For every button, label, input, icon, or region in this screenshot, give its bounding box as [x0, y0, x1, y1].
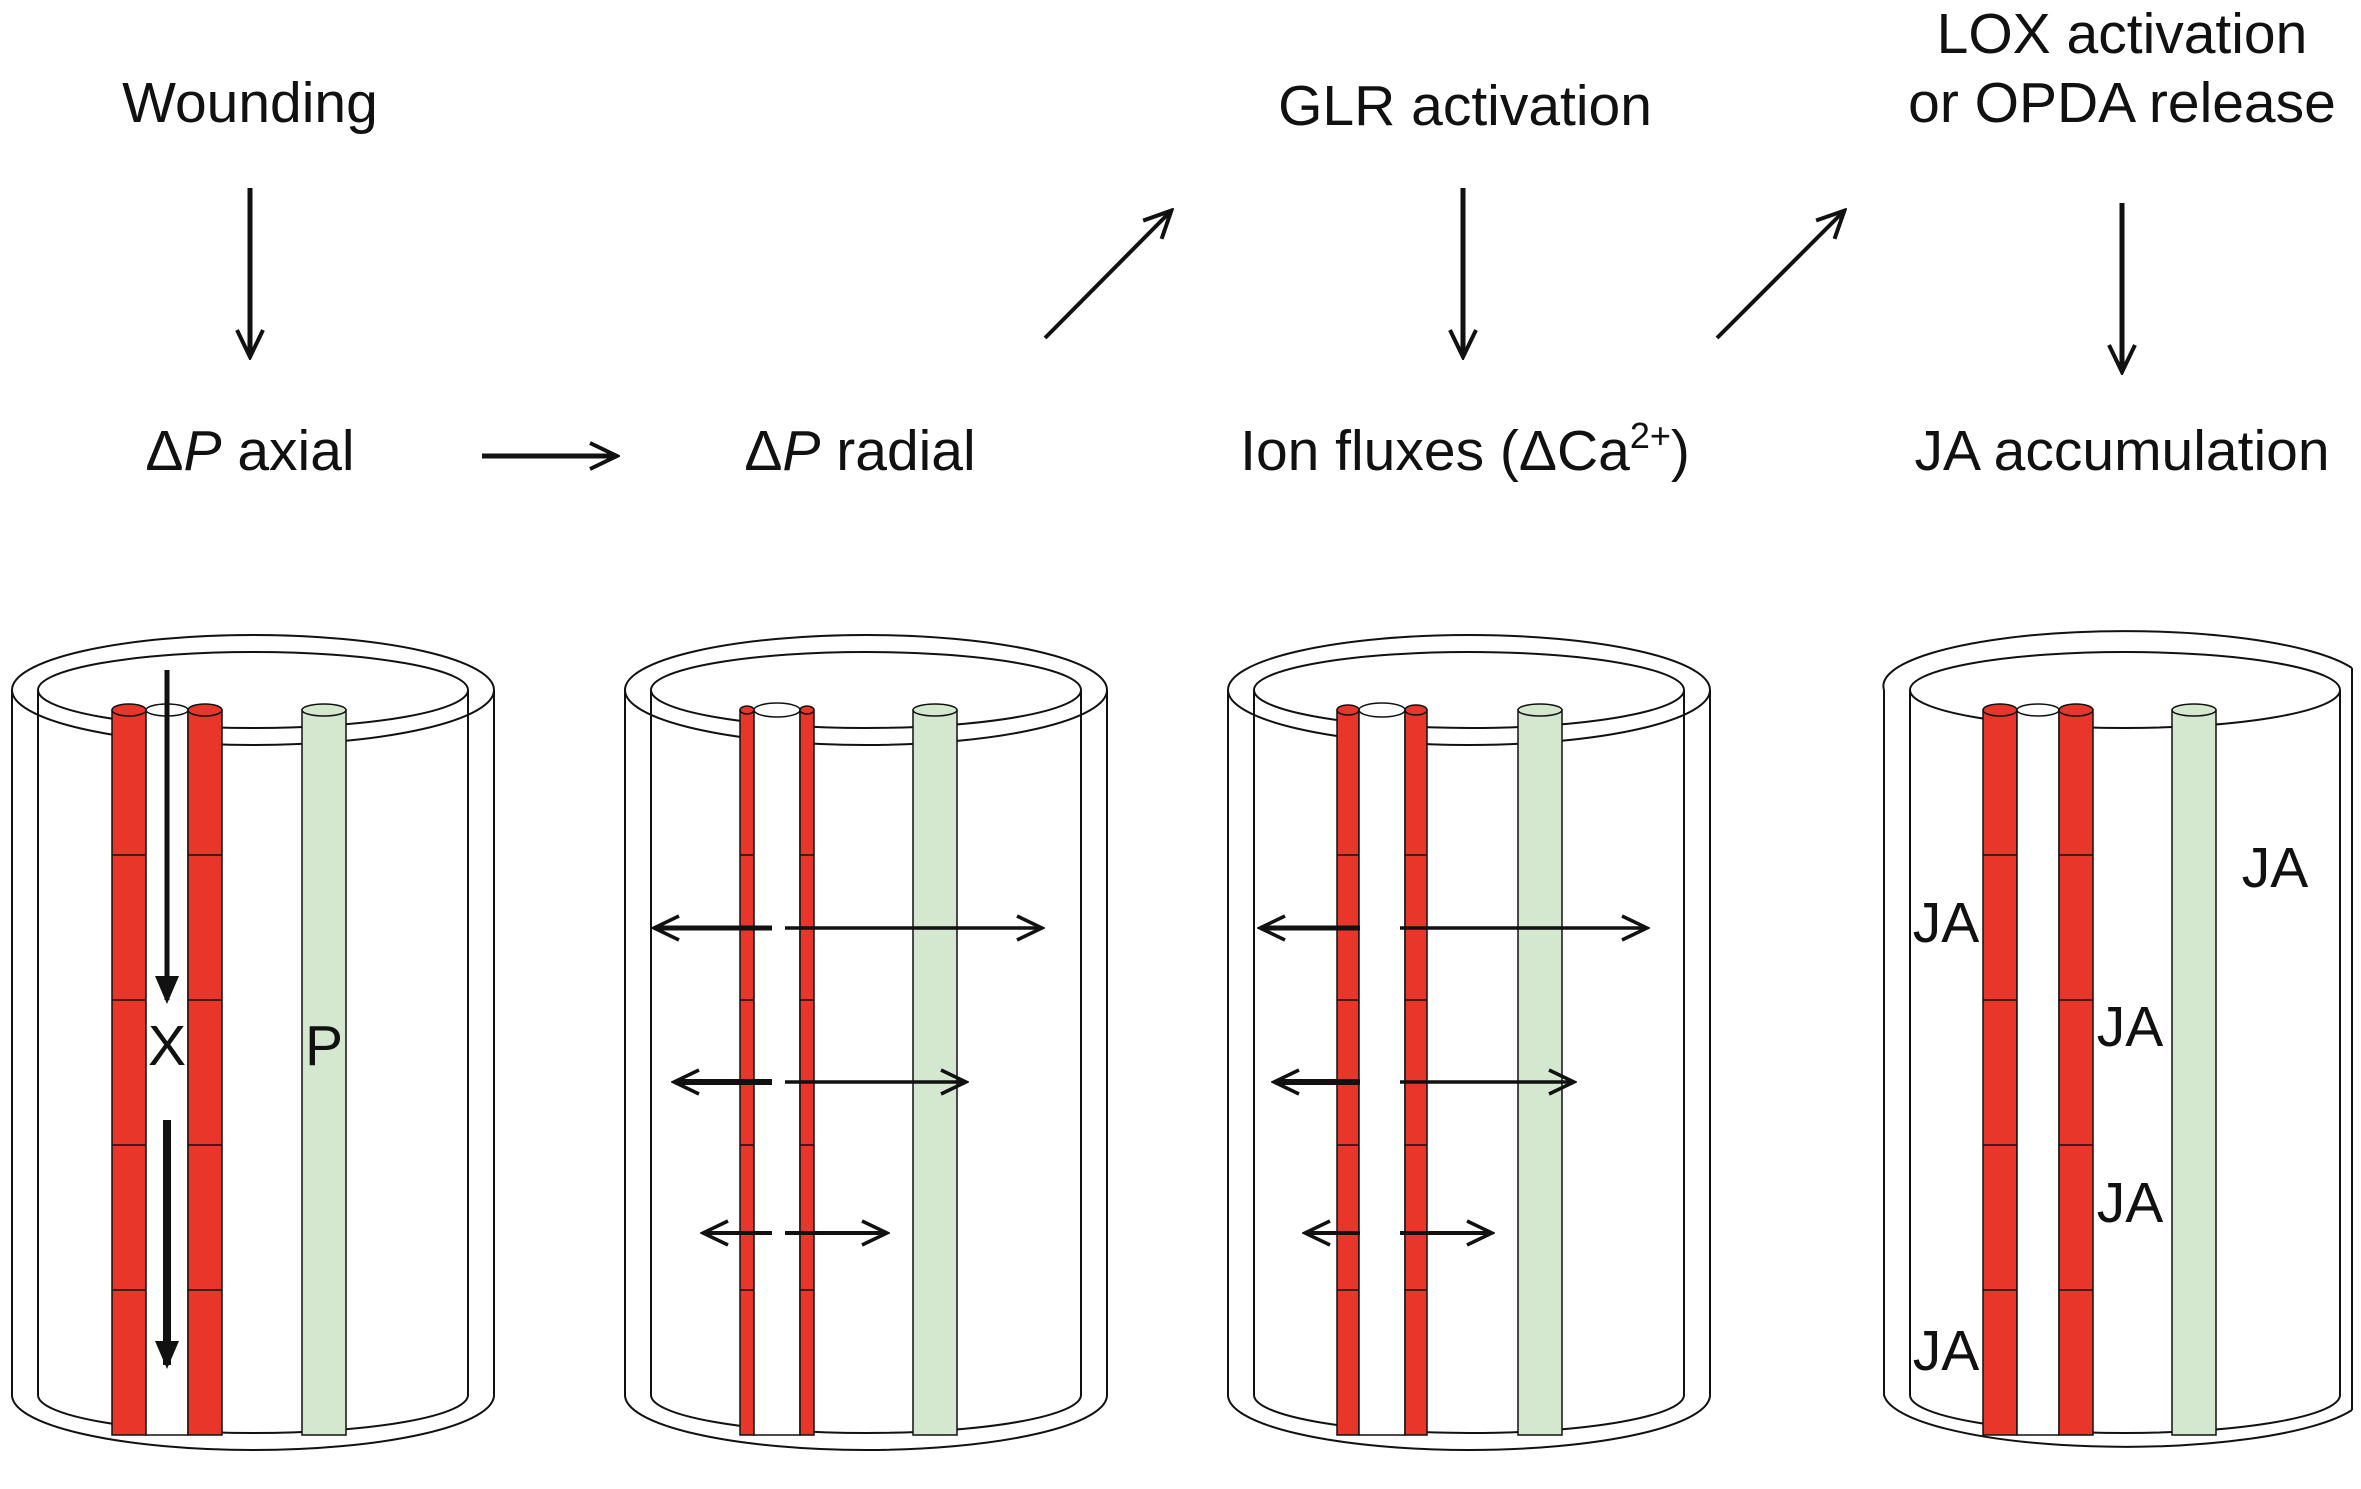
ja-marker-right-lower: JA [2097, 1171, 2164, 1235]
wounding-label: Wounding [122, 71, 378, 135]
stem-outer-cylinder [11, 634, 495, 1451]
stem-panel-axial: X P [11, 634, 495, 1451]
delta-p-axial-label: ΔP axial [145, 419, 354, 483]
xylem-vessel-left [111, 703, 147, 1436]
xylem-vessel-right [1404, 704, 1428, 1436]
pressure-symbol: P [782, 419, 820, 483]
ja-accumulation-label: JA accumulation [1914, 419, 2329, 483]
ja-marker-right-upper: JA [2097, 995, 2164, 1059]
delta-symbol: Δ [145, 419, 183, 483]
pressure-symbol: P [183, 419, 221, 483]
phloem-tube [301, 703, 347, 1436]
xylem-vessel-left [1982, 703, 2018, 1436]
stem-panel-radial [624, 634, 1108, 1451]
stem-outer-cylinder [1227, 634, 1711, 1451]
phloem-label: P [305, 1014, 343, 1078]
ion-fluxes-label: Ion fluxes (ΔCa2+) [1240, 415, 1690, 483]
phloem-tube [2171, 703, 2217, 1436]
xylem-vessel-central [2016, 703, 2060, 1436]
delta-symbol: Δ [744, 419, 782, 483]
xylem-vessel-right [187, 703, 223, 1436]
xylem-vessel-right [2058, 703, 2094, 1436]
arrow-ion-fluxes-to-lox [1715, 212, 1843, 340]
ja-marker-left-upper: JA [1913, 891, 1980, 955]
lox-activation-label: LOX activation [1937, 2, 2308, 66]
stem-outer-cylinder [624, 634, 1108, 1451]
calcium-superscript: 2+ [1630, 415, 1671, 456]
stem-panel-ion-fluxes [1227, 634, 1711, 1451]
xylem-label: X [148, 1014, 186, 1078]
xylem-vessel-right [799, 705, 815, 1436]
glr-activation-label: GLR activation [1278, 74, 1652, 138]
phloem-tube [1517, 703, 1563, 1436]
xylem-vessel-central [753, 702, 801, 1436]
arrow-radial-to-glr [1043, 212, 1170, 340]
ion-fluxes-text: Ion fluxes (ΔCa [1240, 419, 1630, 483]
ion-fluxes-close: ) [1671, 419, 1690, 483]
delta-p-radial-label: ΔP radial [744, 419, 975, 483]
xylem-vessel-central [1358, 702, 1406, 1436]
ja-marker-phloem: JA [2242, 836, 2309, 900]
ja-marker-left-lower: JA [1913, 1319, 1980, 1383]
opda-release-label: or OPDA release [1908, 71, 2336, 135]
phloem-tube [912, 703, 958, 1436]
axial-text: axial [222, 419, 355, 483]
radial-text: radial [820, 419, 975, 483]
xylem-vessel-left [1336, 704, 1360, 1436]
xylem-vessel-left [739, 705, 755, 1436]
stem-panel-ja-accumulation: JA JA JA JA JA [1882, 630, 2361, 1450]
